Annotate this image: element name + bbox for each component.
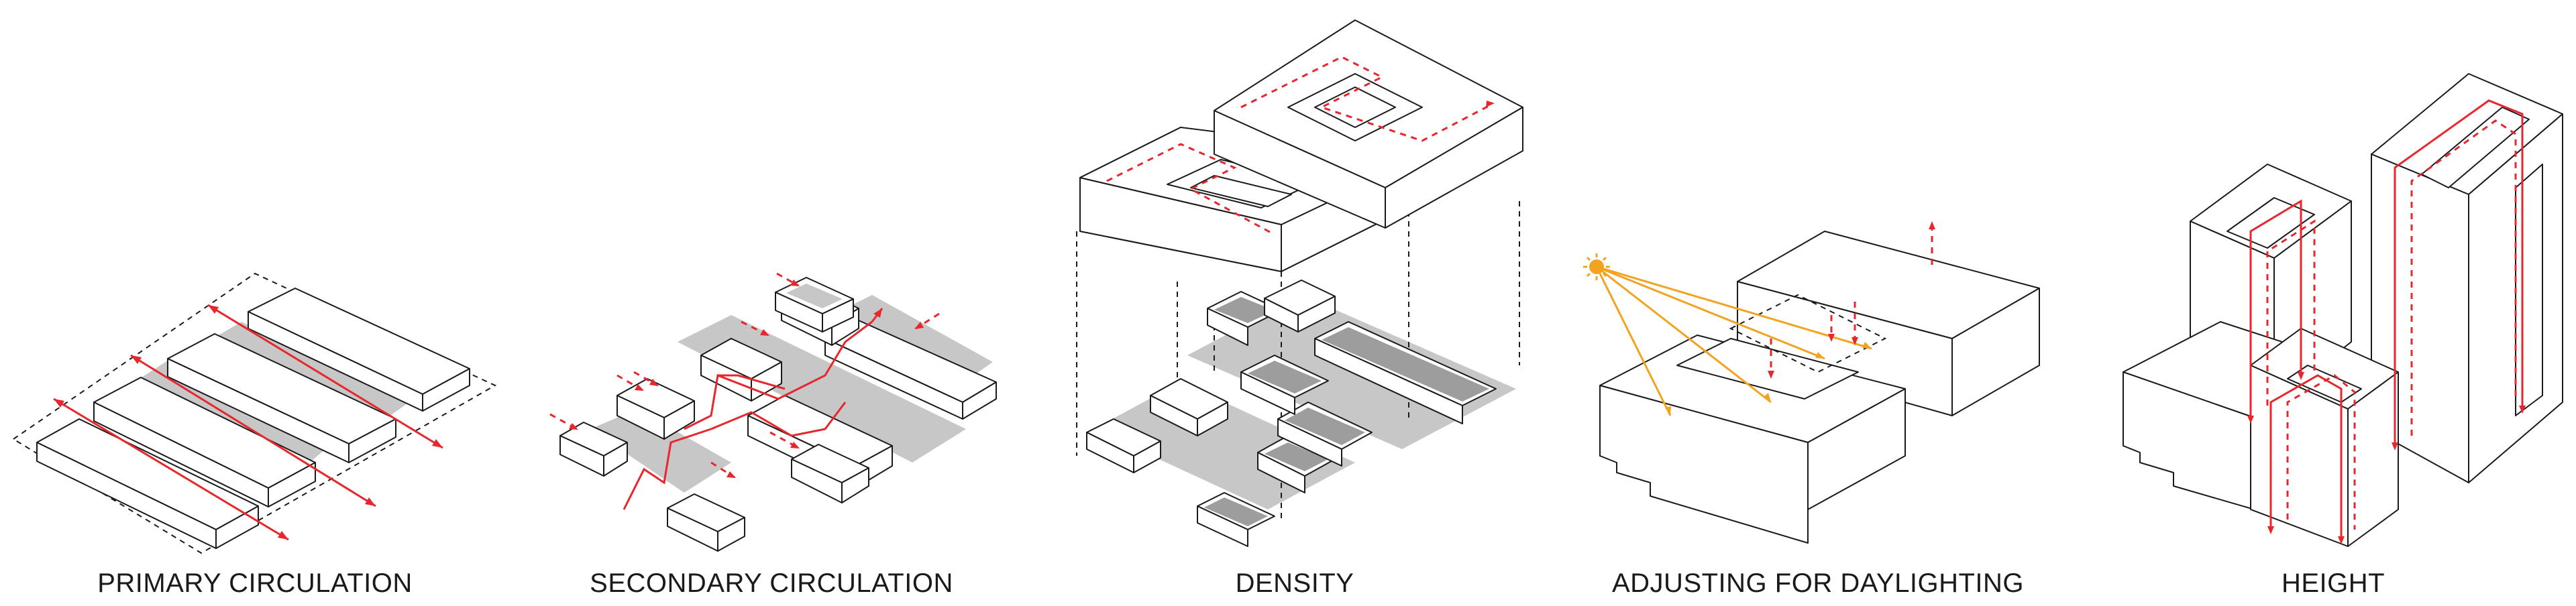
entry-arrow-icon — [769, 431, 800, 449]
ray-arrow-icon — [1665, 406, 1671, 416]
lifted-courtyard-block — [1214, 19, 1523, 229]
vertical-arrow-icon — [1768, 339, 1774, 379]
site-boundary — [12, 272, 497, 554]
bar-building — [93, 377, 316, 507]
ground-block — [1314, 321, 1497, 424]
entry-arrow-icon — [549, 413, 578, 430]
secondary-path — [718, 374, 786, 390]
caption-daylighting: ADJUSTING FOR DAYLIGHTING — [1611, 568, 2025, 598]
ray-arrow-icon — [1764, 393, 1771, 402]
entry-arrow-icon — [710, 461, 736, 479]
ray-arrow-icon — [1815, 352, 1825, 359]
small-block — [667, 493, 745, 552]
courtyard-block-front — [1599, 335, 1906, 544]
vertical-circulation — [2394, 99, 2524, 446]
bar-building — [824, 320, 997, 420]
vertical-arrow-icon — [1929, 221, 1935, 265]
secondary-path — [684, 320, 873, 430]
small-block — [559, 422, 628, 477]
ground-block — [1264, 280, 1336, 332]
circulation-arrow-icon — [873, 308, 882, 318]
bar-building — [167, 333, 396, 463]
courtyard-block-back — [1737, 231, 2040, 416]
circulation-arrow-icon — [130, 354, 376, 507]
circulation-arrow-icon — [53, 398, 289, 541]
circulation-arrow-icon — [1486, 101, 1495, 107]
ray-arrow-icon — [1862, 342, 1872, 349]
ground-block — [1207, 291, 1282, 346]
daylighting-drawing — [1583, 221, 2040, 544]
circulation-path — [1240, 56, 1493, 142]
caption-height: HEIGHT — [2281, 568, 2385, 598]
ground-block — [1257, 435, 1336, 493]
light-well-outline — [1729, 294, 1887, 373]
primary-circulation-drawing — [12, 272, 497, 554]
vertical-circulation — [2410, 119, 2517, 436]
bar-building — [36, 418, 259, 549]
ground-block — [1086, 418, 1161, 473]
vertical-circulation — [2286, 374, 2356, 530]
entry-arrow-icon — [633, 371, 659, 387]
secondary-path — [710, 402, 847, 437]
caption-density: DENSITY — [1235, 568, 1354, 598]
ground-block — [1197, 492, 1275, 547]
entry-arrow-icon — [741, 320, 769, 337]
small-block — [791, 444, 869, 503]
sun-rays — [1595, 265, 1872, 416]
height-drawing — [2123, 73, 2563, 547]
density-drawing — [1076, 19, 1523, 547]
secondary-circulation-drawing — [549, 272, 997, 552]
caption-secondary-circulation: SECONDARY CIRCULATION — [590, 568, 953, 598]
ground-block — [1150, 378, 1228, 436]
top-open-box — [775, 277, 854, 332]
entry-arrow-icon — [776, 272, 800, 287]
ground-block — [1240, 355, 1329, 415]
panel-daylighting: ADJUSTING FOR DAYLIGHTING — [1570, 0, 2080, 606]
panel-secondary-circulation: SECONDARY CIRCULATION — [510, 0, 1020, 606]
panel-density: DENSITY — [1020, 0, 1570, 606]
vertical-circulation — [2249, 199, 2302, 419]
secondary-path — [623, 428, 712, 510]
circulation-arrow-icon — [207, 304, 443, 449]
ground-shadow — [201, 322, 409, 426]
bar-building — [248, 288, 470, 412]
tower-block — [2371, 73, 2563, 483]
circulation-path — [1106, 143, 1275, 236]
ground-shadow — [590, 409, 731, 493]
caption-primary-circulation: PRIMARY CIRCULATION — [97, 568, 413, 598]
entry-arrow-icon — [616, 374, 644, 391]
ground-block — [1277, 402, 1373, 467]
vertical-circulation — [2266, 219, 2316, 406]
vertical-arrow-icon — [1851, 302, 1858, 345]
entry-arrow-icon — [914, 312, 940, 330]
panel-primary-circulation: PRIMARY CIRCULATION — [0, 0, 510, 606]
vertical-arrow-icon — [1828, 315, 1835, 342]
circulation-arrow-icon — [2247, 372, 2526, 544]
tower-block — [2250, 328, 2399, 547]
vertical-circulation — [2269, 374, 2343, 540]
panel-height: HEIGHT — [2080, 0, 2576, 606]
